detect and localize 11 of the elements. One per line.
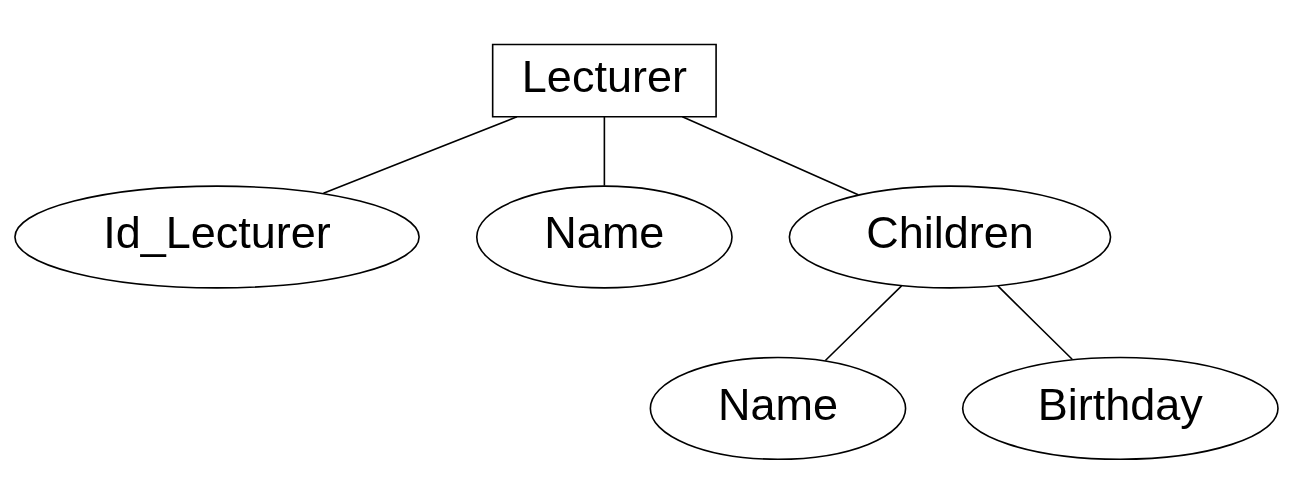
- connector: [681, 115, 859, 196]
- connector: [997, 285, 1073, 361]
- node-ellipse: Id_Lecturer: [14, 185, 420, 289]
- connector: [603, 116, 606, 187]
- node-box: Lecturer: [491, 43, 717, 118]
- node-ellipse: Name: [475, 185, 733, 289]
- node-ellipse: Children: [788, 185, 1112, 289]
- connector: [322, 115, 518, 195]
- connector: [824, 285, 903, 362]
- node-ellipse: Birthday: [961, 356, 1279, 461]
- node-ellipse: Name: [649, 356, 907, 461]
